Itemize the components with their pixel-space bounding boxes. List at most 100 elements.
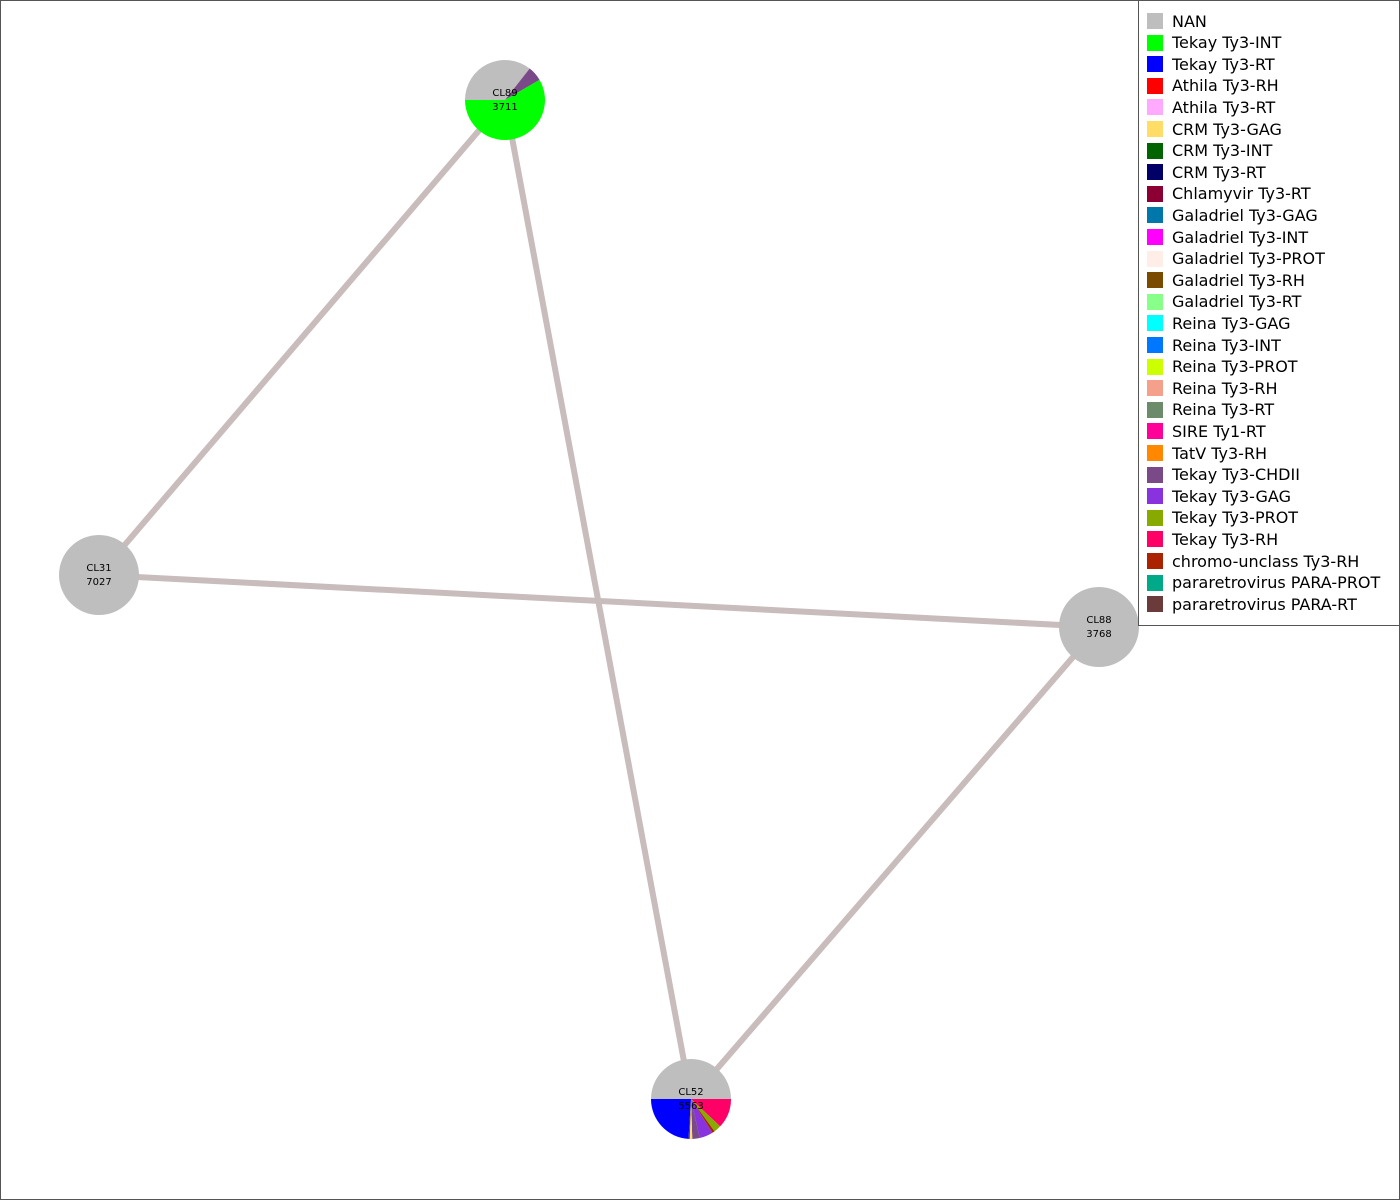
edge-CL88-CL52 [688, 625, 1102, 1101]
pie-slice-nan [59, 535, 139, 615]
legend-label: Reina Ty3-RH [1172, 378, 1278, 398]
edge-CL89-CL31 [96, 98, 508, 577]
node-count-label: 3768 [1086, 629, 1111, 640]
legend-label: Athila Ty3-RH [1172, 76, 1279, 96]
legend-label: pararetrovirus PARA-RT [1172, 594, 1357, 614]
legend-swatch [1147, 358, 1163, 375]
legend-item: Galadriel Ty3-GAG [1147, 205, 1318, 225]
legend-swatch [1147, 229, 1163, 245]
node-id-label: CL52 [678, 1087, 703, 1098]
legend-label: CRM Ty3-GAG [1172, 119, 1282, 139]
node-count-label: 5563 [678, 1101, 703, 1112]
node-count-label: 3711 [492, 102, 517, 113]
pie-slice-tekay-ty3-gag [691, 1099, 713, 1139]
legend-swatch [1147, 466, 1163, 483]
legend-item: Reina Ty3-RH [1147, 378, 1278, 398]
legend-label: CRM Ty3-RT [1172, 162, 1266, 182]
legend-item: Tekay Ty3-RT [1147, 54, 1275, 74]
legend-item: Athila Ty3-RH [1147, 76, 1279, 96]
legend-swatch [1147, 99, 1163, 116]
legend-label: Galadriel Ty3-INT [1172, 227, 1309, 247]
legend-swatch [1147, 293, 1163, 310]
legend-swatch [1147, 553, 1163, 569]
legend-label: Athila Ty3-RT [1172, 97, 1276, 117]
edges-layer [96, 98, 1102, 1101]
pie-slice-tekay-ty3-int [465, 79, 545, 140]
legend-label: Tekay Ty3-RT [1172, 54, 1275, 74]
node-id-label: CL31 [86, 563, 111, 574]
legend-item: NAN [1147, 11, 1207, 31]
legend-label: SIRE Ty1-RT [1172, 421, 1266, 441]
legend-swatch [1147, 121, 1163, 137]
legend-item: Galadriel Ty3-INT [1147, 227, 1308, 247]
node-cl88[interactable]: CL88 3768 [1059, 587, 1139, 667]
legend-swatch [1147, 77, 1163, 94]
pie-slice-chromo-unclass-ty3-rh [691, 1099, 715, 1133]
legend-item: Tekay Ty3-INT [1147, 33, 1281, 53]
legend-label: Reina Ty3-INT [1172, 335, 1281, 355]
legend-swatch [1147, 250, 1163, 267]
legend-item: Tekay Ty3-RH [1147, 529, 1278, 549]
pie-slice-pararetrovirus-para-rt [688, 1099, 691, 1139]
legend-swatch [1147, 207, 1163, 224]
edge-CL31-CL88 [98, 572, 1100, 630]
legend-label: chromo-unclass Ty3-RH [1172, 551, 1360, 571]
legend-item: Galadriel Ty3-RH [1147, 270, 1305, 290]
legend-label: NAN [1172, 11, 1207, 31]
legend-item: Tekay Ty3-GAG [1147, 486, 1291, 506]
legend-item: CRM Ty3-GAG [1147, 119, 1282, 139]
legend-item: chromo-unclass Ty3-RH [1147, 551, 1359, 571]
legend-swatch [1147, 596, 1163, 613]
legend-label: Reina Ty3-RT [1172, 400, 1275, 420]
pie-slice-nan [651, 1059, 731, 1099]
legend-swatch [1147, 531, 1163, 548]
legend-label: Tekay Ty3-CHDII [1172, 465, 1300, 485]
legend-label: Tekay Ty3-PROT [1172, 508, 1299, 528]
pie-slice-nan [465, 60, 530, 100]
legend-item: Reina Ty3-PROT [1147, 357, 1298, 377]
legend-label: Reina Ty3-PROT [1172, 357, 1298, 377]
legend-label: Galadriel Ty3-GAG [1172, 205, 1318, 225]
legend-swatch [1147, 509, 1163, 526]
pie-slice-nan [1059, 587, 1139, 667]
legend-swatch [1147, 488, 1163, 505]
legend-item: pararetrovirus PARA-RT [1147, 594, 1357, 614]
legend-label: TatV Ty3-RH [1172, 443, 1268, 463]
legend-swatch [1147, 185, 1163, 202]
legend-item: Reina Ty3-GAG [1147, 313, 1290, 333]
legend-label: CRM Ty3-INT [1172, 141, 1273, 161]
pie-slice-tekay-ty3-prot [691, 1099, 721, 1132]
pie-slice-tekay-ty3-chdii [505, 68, 540, 100]
pie-slice-tekay-ty3-chdii [691, 1099, 700, 1139]
legend-item: Tekay Ty3-PROT [1147, 508, 1298, 528]
legend-swatch [1147, 380, 1163, 397]
legend-label: Galadriel Ty3-RH [1172, 270, 1305, 290]
legend-swatch [1147, 164, 1163, 181]
legend-item: CRM Ty3-INT [1147, 141, 1272, 161]
legend-swatch [1147, 56, 1163, 73]
legend-item: Galadriel Ty3-RT [1147, 292, 1301, 312]
legend-label: Tekay Ty3-INT [1172, 33, 1282, 53]
legend-item: Athila Ty3-RT [1147, 97, 1275, 117]
legend-swatch [1147, 574, 1163, 591]
legend-swatch [1147, 272, 1163, 289]
legend-item: CRM Ty3-RT [1147, 162, 1266, 182]
pie-slice-tekay-ty3-rh [691, 1099, 731, 1127]
legend-label: Tekay Ty3-RH [1172, 529, 1279, 549]
legend-swatch [1147, 315, 1163, 332]
node-cl31[interactable]: CL31 7027 [59, 535, 139, 615]
legend-swatch [1147, 142, 1163, 159]
node-id-label: CL88 [1086, 615, 1111, 626]
legend-swatch [1147, 401, 1163, 418]
legend-swatch [1147, 445, 1163, 461]
legend-swatch [1147, 13, 1163, 29]
legend-item: Reina Ty3-RT [1147, 400, 1274, 420]
node-cl52[interactable]: CL52 5563 [651, 1059, 731, 1139]
legend-item: pararetrovirus PARA-PROT [1147, 573, 1380, 593]
pie-slice-tekay-ty3-rt [651, 1099, 691, 1139]
node-count-label: 7027 [86, 577, 111, 588]
